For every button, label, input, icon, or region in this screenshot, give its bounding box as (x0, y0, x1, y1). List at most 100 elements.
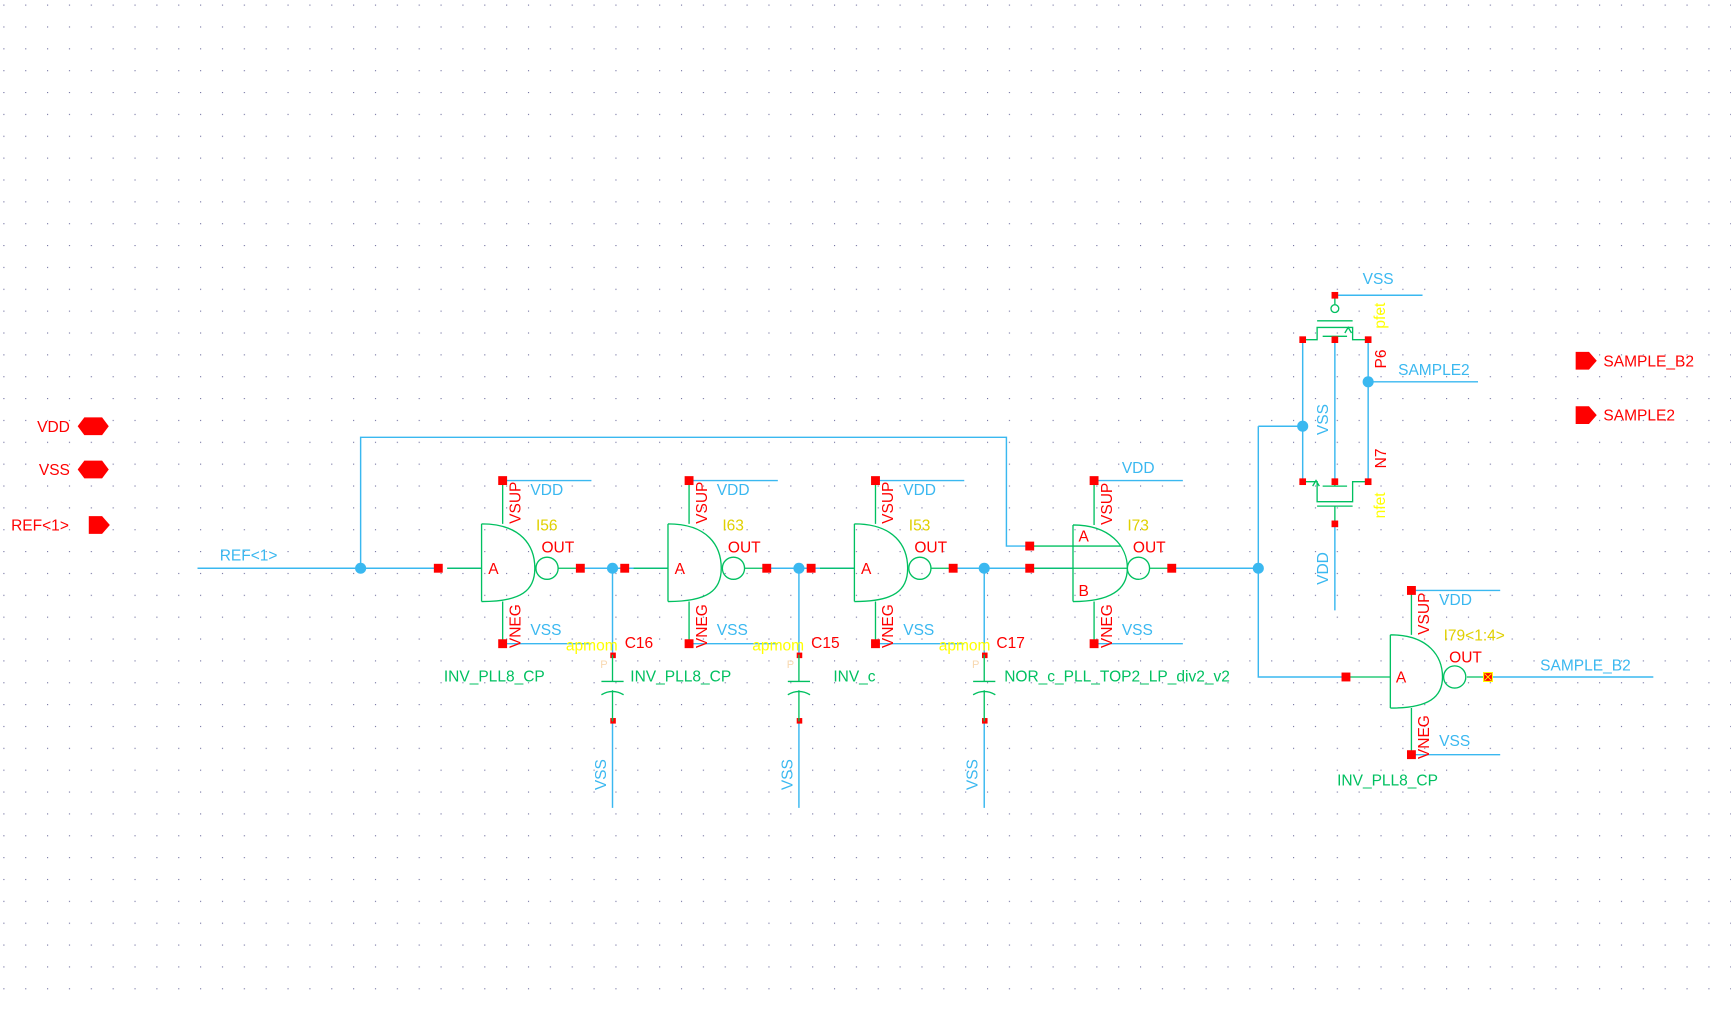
vsup-label: VSUP (694, 482, 711, 524)
inout-pin-icon (77, 460, 109, 479)
instance-name: P6 (1373, 350, 1390, 369)
inverter-bubble-icon (908, 556, 932, 581)
vss-label: VSS (717, 622, 748, 639)
pin-sample2[interactable]: SAMPLE2 (1575, 406, 1675, 425)
vdd-label: VDD (903, 482, 936, 499)
cap-name: C15 (811, 635, 839, 652)
pin-sample-b2[interactable]: SAMPLE_B2 (1575, 351, 1694, 370)
out-pin-label: OUT (1133, 540, 1166, 557)
inout-pin-icon (77, 417, 109, 436)
net-label-ref: REF<1> (220, 547, 278, 564)
instance-name: I56 (536, 518, 558, 535)
capacitor-icon (972, 654, 996, 722)
out-pin-label: OUT (541, 540, 574, 557)
transmission-gate[interactable]: VSS P6 pfet N7 nfet VDD VSS SAMPLE2 (1299, 271, 1479, 611)
cap-pin-label: P (972, 659, 979, 671)
inverter-bubble-icon (535, 556, 559, 581)
pin-ref[interactable]: REF<1> (11, 516, 110, 535)
instance-name: N7 (1373, 449, 1390, 469)
vdd-label: VDD (1315, 552, 1332, 585)
instance-name: I53 (909, 518, 931, 535)
model-label: pfet (1372, 302, 1389, 329)
nor-gate-i73[interactable]: VDD VSS I73 OUT A B NOR_c_PLL_TOP2_LP_di… (1004, 460, 1230, 686)
in-pin-label: A (488, 561, 499, 578)
vss-label: VSS (1439, 733, 1470, 750)
out-pin-label: OUT (914, 540, 947, 557)
instance-name: I63 (722, 518, 744, 535)
cell-name: INV_PLL8_CP (630, 668, 731, 685)
bulk-net-label: VSS (1315, 404, 1332, 435)
gate-bubble-icon (1330, 304, 1340, 314)
cap-net-label: VSS (779, 759, 796, 790)
cap-name: C16 (625, 635, 653, 652)
vsup-label: VSUP (880, 482, 897, 524)
inverter-bubble-icon (1442, 665, 1467, 689)
junction-dots (355, 376, 1374, 574)
wire-sample-node (1257, 425, 1346, 678)
cap-name: C17 (996, 635, 1024, 652)
vneg-label: VNEG (694, 604, 711, 648)
cell-name: NOR_c_PLL_TOP2_LP_div2_v2 (1004, 668, 1230, 685)
inverter-i53[interactable]: VDD VSS I53 OUT A INV_c VSUP VNEG apmom (806, 476, 991, 685)
in-b-label: B (1079, 583, 1089, 600)
pfet-p6[interactable]: VSS P6 pfet (1299, 271, 1394, 369)
out-pin-label: OUT (1449, 650, 1482, 667)
vss-label: VSS (1363, 271, 1394, 288)
in-a-label: A (1079, 529, 1090, 546)
cap-model-label: apmom (752, 637, 804, 654)
model-label: nfet (1372, 492, 1389, 519)
vss-label: VSS (1122, 622, 1153, 639)
capacitor-c17[interactable]: C17 P VSS (965, 635, 1025, 790)
nfet-n7[interactable]: N7 nfet VDD (1299, 449, 1390, 585)
in-pin-label: A (1396, 670, 1407, 687)
capacitor-icon (787, 654, 811, 722)
vdd-label: VDD (1122, 460, 1155, 477)
pin-label: REF<1> (11, 518, 69, 535)
pin-label: SAMPLE2 (1603, 408, 1675, 425)
vneg-label: VNEG (880, 604, 897, 648)
wire-cap-taps (611, 568, 985, 655)
wire-cap-vss (611, 721, 985, 808)
vsup-label: VSUP (507, 482, 524, 524)
unconnected-terminal-icon (1483, 671, 1493, 682)
cell-name: INV_PLL8_CP (444, 668, 545, 685)
in-pin-label: A (861, 561, 872, 578)
pin-label: SAMPLE_B2 (1603, 353, 1694, 370)
cell-name: INV_PLL8_CP (1337, 773, 1438, 790)
cap-net-label: VSS (965, 759, 982, 790)
wire-feedback (359, 436, 1030, 569)
cap-model-label: apmom (939, 637, 991, 654)
vsup-label: VSUP (1099, 483, 1116, 525)
inverter-bubble-icon (1126, 556, 1151, 581)
pin-label: VSS (39, 462, 70, 479)
cell-name: INV_c (833, 668, 875, 685)
vneg-label: VNEG (507, 604, 524, 648)
vdd-label: VDD (1439, 592, 1472, 609)
inverter-i79[interactable]: VDD VSS I79<1:4> OUT A INV_PLL8_CP VSUP … (1337, 586, 1505, 790)
vdd-label: VDD (717, 482, 750, 499)
capacitor-c15[interactable]: C15 P VSS (779, 635, 839, 790)
pin-vss[interactable]: VSS (39, 460, 109, 479)
output-pin-icon (1575, 351, 1597, 370)
cap-model-label: apmom (566, 637, 618, 654)
inverter-i63[interactable]: VDD VSS I63 OUT A INV_PLL8_CP VSUP VNEG … (620, 476, 804, 685)
net-label-sample2: SAMPLE2 (1398, 362, 1470, 379)
vdd-label: VDD (530, 482, 563, 499)
in-pin-label: A (675, 561, 686, 578)
output-pin-icon (1575, 406, 1597, 424)
inverter-i56[interactable]: VDD VSS I56 OUT A INV_PLL8_CP VSUP VNEG … (433, 476, 618, 685)
vss-label: VSS (903, 622, 934, 639)
capacitor-icon (601, 654, 624, 722)
inverter-bubble-icon (721, 556, 746, 581)
vss-label: VSS (530, 622, 561, 639)
instance-name: I79<1:4> (1444, 627, 1505, 644)
cap-pin-label: P (600, 659, 607, 671)
capacitor-c16[interactable]: C16 P VSS (593, 635, 653, 790)
vsup-label: VSUP (1416, 593, 1433, 635)
pin-vdd[interactable]: VDD (37, 417, 109, 436)
out-pin-label: OUT (728, 540, 761, 557)
cap-net-label: VSS (593, 759, 610, 790)
vneg-label: VNEG (1099, 604, 1116, 648)
